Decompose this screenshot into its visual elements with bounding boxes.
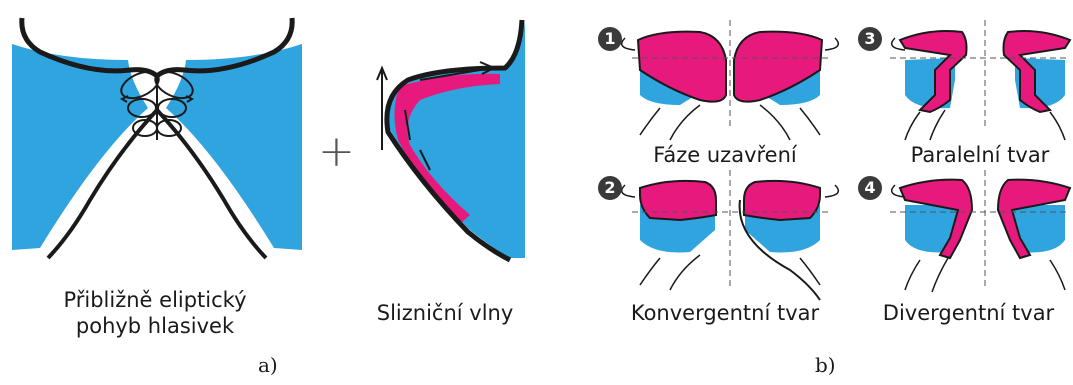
phase-3-badge: 3 [858, 27, 882, 51]
right-caption: Slizniční vlny [355, 300, 535, 326]
left-caption-line1: Přibližně eliptický [40, 287, 270, 313]
phase-4-badge: 4 [858, 176, 882, 200]
fold-elliptic-motion [12, 18, 302, 258]
phase-2-caption: Konvergentní tvar [610, 300, 840, 326]
phase-2-convergent [622, 170, 839, 300]
phase-1-badge: 1 [598, 27, 622, 51]
fold-mucosal-wave [377, 20, 525, 260]
elliptic-trajectory [117, 67, 197, 140]
phase-1-caption: Fáze uzavření [630, 142, 820, 168]
plus-sign: + [318, 126, 355, 177]
phase-3-caption: Paralelní tvar [890, 142, 1070, 168]
phase-4-caption: Divergentní tvar [866, 300, 1071, 326]
phase-1-closed [622, 20, 839, 140]
phase-4-divergent [890, 170, 1070, 292]
phase-3-parallel [890, 20, 1070, 140]
panel-b-label: b) [815, 353, 836, 377]
phase-2-badge: 2 [598, 176, 622, 200]
panel-a-label: a) [258, 353, 278, 377]
left-caption-line2: pohyb hlasivek [40, 313, 270, 339]
